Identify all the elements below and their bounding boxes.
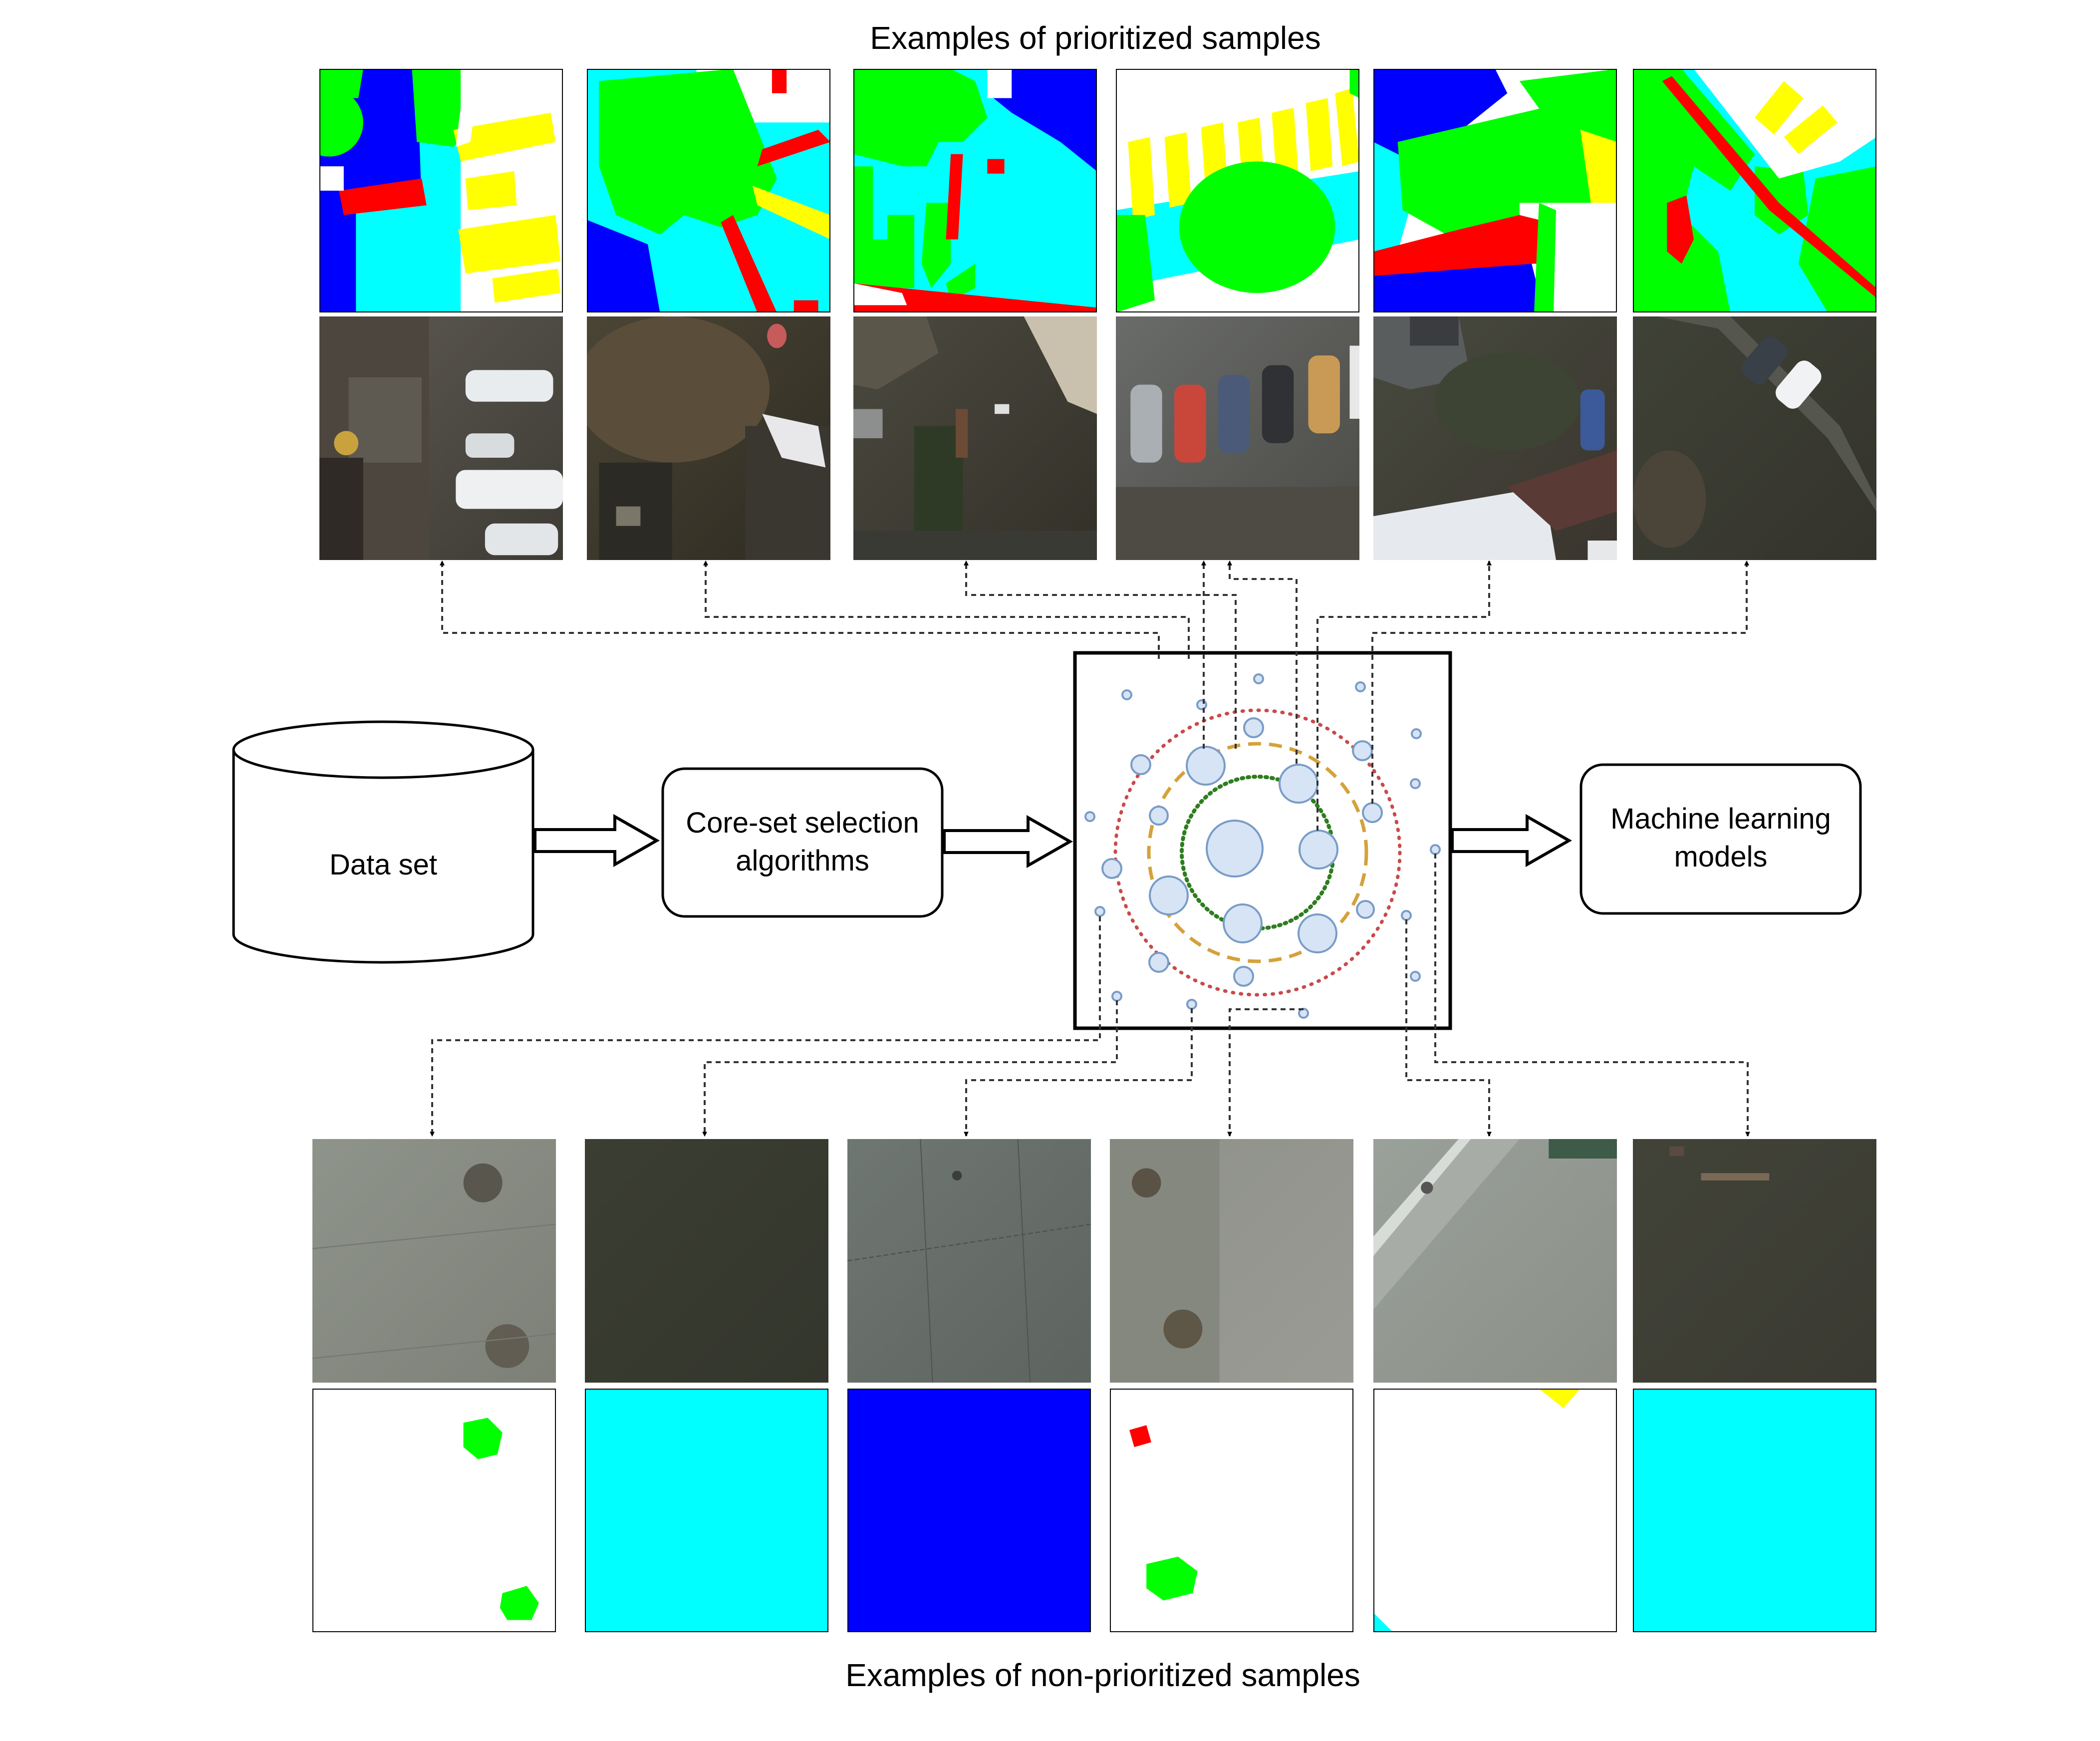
sample-bubble [1206,820,1264,877]
non-prioritized-photo-2 [585,1139,828,1383]
sample-bubble [1410,778,1421,789]
non-prioritized-photo-4 [1110,1139,1353,1383]
sample-bubble [1356,900,1375,919]
non-prioritized-photo-6 [1633,1139,1876,1383]
connector-top-2 [703,560,1190,659]
connector-bottom-5 [1405,919,1492,1137]
prioritized-mask-5 [1373,69,1617,312]
coreset-label-line1: Core-set selection [686,807,919,839]
middle-ring [1147,742,1368,963]
sample-bubble [1186,746,1226,786]
connector-top-1 [440,560,1160,659]
non-prioritized-mask-5 [1373,1389,1617,1632]
sample-bubble [1253,673,1264,684]
connector-top-3 [964,560,1237,749]
prioritized-photo-6 [1633,316,1876,560]
feature-space-box [1073,651,1452,1030]
sample-bubbles [1084,673,1441,1019]
sample-bubble [1355,681,1366,692]
connector-bottom-1 [430,916,1101,1137]
sample-bubble [1101,858,1122,879]
sample-bubble [1352,740,1373,761]
sample-bubble [1401,910,1412,921]
dataset-label: Data set [329,849,437,881]
ml-models-box: Machine learning models [1579,763,1862,915]
non-prioritized-photo-5 [1373,1139,1617,1383]
sample-bubble [1186,999,1197,1010]
sample-bubble [1094,906,1105,917]
dataset-cylinder: Data set [232,720,534,964]
sample-bubble [1243,717,1264,738]
sample-bubble [1298,913,1337,953]
connector-bottom-3 [964,1008,1193,1137]
prioritized-mask-2 [587,69,830,312]
prioritized-mask-4 [1116,69,1359,312]
outer-ring [1113,708,1402,997]
prioritized-title: Examples of prioritized samples [870,20,1320,56]
non-prioritized-mask-3 [847,1389,1091,1632]
sample-bubble [1233,966,1254,987]
sample-bubble [1149,875,1189,915]
connector-top-7 [1371,560,1749,804]
connector-bottom-4 [1227,1008,1304,1137]
non-prioritized-photo-1 [312,1139,556,1383]
sample-bubble [1148,952,1169,973]
non-prioritized-photo-3 [847,1139,1091,1383]
bottom-connectors [430,854,1750,1137]
top-connectors [440,560,1749,831]
sample-bubble [1084,811,1095,822]
sample-bubble [1430,844,1441,855]
coreset-selection-box: Core-set selection algorithms [661,767,944,918]
prioritized-mask-1 [319,69,563,312]
sample-bubble [1130,754,1151,775]
prioritized-mask-6 [1633,69,1876,312]
non-prioritized-mask-6 [1633,1389,1876,1632]
sample-bubble [1149,806,1169,826]
arrow-coreset-to-space [943,815,1073,869]
prioritized-photo-2 [587,316,830,560]
non-prioritized-mask-2 [585,1389,828,1632]
prioritized-photo-4 [1116,316,1359,560]
sample-bubble [1411,728,1422,739]
sample-bubble [1121,689,1132,700]
ml-label-line1: Machine learning [1610,803,1831,835]
prioritized-photo-1 [319,316,563,560]
prioritized-mask-3 [853,69,1097,312]
sample-bubble [1362,802,1383,823]
sample-bubble [1223,903,1263,943]
sample-bubble [1299,830,1338,870]
sample-bubble [1196,699,1207,710]
arrow-space-to-models [1451,814,1573,868]
connector-bottom-6 [1434,854,1750,1137]
ml-label-line2: models [1674,841,1768,873]
non-prioritized-title: Examples of non-prioritized samples [845,1657,1360,1693]
non-prioritized-mask-4 [1110,1389,1353,1632]
sample-bubble [1111,991,1122,1002]
prioritized-photo-5 [1373,316,1617,560]
connector-top-5 [1227,560,1298,764]
connector-top-6 [1316,560,1492,831]
sample-bubble [1410,971,1421,982]
sample-bubble [1279,764,1318,804]
connector-bottom-2 [702,1000,1118,1137]
non-prioritized-mask-1 [312,1389,556,1632]
coreset-label-line2: algorithms [736,845,869,877]
prioritized-photo-3 [853,316,1097,560]
arrow-dataset-to-coreset [533,814,660,868]
